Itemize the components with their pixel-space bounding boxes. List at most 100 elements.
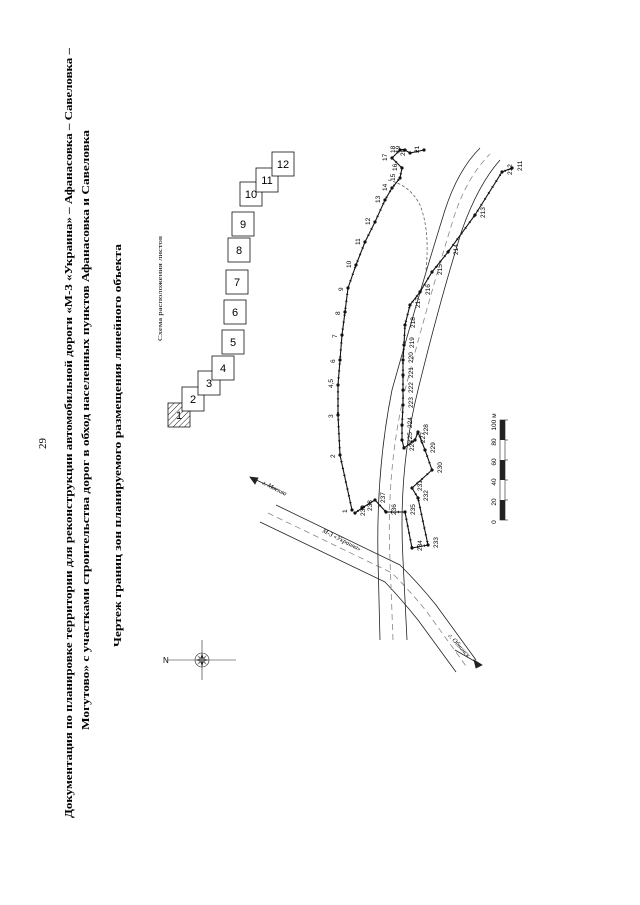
sheet-number: 12 <box>277 159 289 171</box>
planned-zone-boundary <box>336 148 514 550</box>
boundary-point <box>510 166 514 170</box>
boundary-point-label: 12 <box>365 217 372 225</box>
boundary-point <box>340 333 344 337</box>
boundary-point-label: 8 <box>335 311 342 315</box>
road-network <box>259 147 501 673</box>
sheet-box-4: 4 <box>211 355 235 381</box>
page-number: 29 <box>37 438 49 450</box>
boundary-point-label: 14 <box>382 183 389 191</box>
boundary-point-label: 21 <box>414 145 421 153</box>
scale-tick-label: 40 <box>491 478 498 486</box>
boundary-point-label: 11 <box>355 238 362 245</box>
boundary-point-label: 214 <box>453 244 460 255</box>
boundary-point-label: 227 <box>420 432 427 443</box>
boundary-point <box>400 438 404 442</box>
boundary-point-label: 20 <box>400 148 407 156</box>
boundary-point <box>383 198 387 202</box>
boundary-point <box>400 166 404 170</box>
boundary-point <box>363 240 367 244</box>
boundary-point-label: 232 <box>423 490 430 501</box>
boundary-point-label: 3 <box>328 414 335 418</box>
boundary-point-label: 10 <box>346 260 353 268</box>
m3-road-edge-upper <box>275 504 477 661</box>
boundary-point <box>338 453 342 457</box>
road-label-moscow: г. Москва <box>261 480 288 498</box>
boundary-lower-line <box>354 167 513 549</box>
boundary-point-label: 19 <box>395 145 402 153</box>
m3-road-centerline <box>267 512 467 667</box>
m3-road-edge-lower <box>259 521 457 673</box>
document-title-line-1: Документация по планировке территории дл… <box>63 47 75 818</box>
boundary-point <box>416 430 420 434</box>
main-road-edge-outer <box>377 147 481 641</box>
drawing-subtitle: Чертеж границ зон планируемого размещени… <box>112 243 124 647</box>
boundary-point-label: 228 <box>423 424 430 435</box>
boundary-point <box>336 383 340 387</box>
main-road-edge-inner <box>401 159 501 641</box>
boundary-point <box>401 358 405 362</box>
boundary-point <box>401 403 405 407</box>
boundary-point <box>360 506 364 510</box>
sheet-box-9: 9 <box>231 211 255 237</box>
boundary-point-label: 225 <box>407 432 414 443</box>
boundary-point <box>353 511 357 515</box>
boundary-point-label: 219 <box>409 337 416 348</box>
boundary-point-label: 4,5 <box>328 379 335 388</box>
boundary-point <box>401 388 405 392</box>
scale-bar <box>499 419 506 521</box>
boundary-point-label: 230 <box>437 462 444 473</box>
road-label-m3: М-3 «Украина» <box>320 527 362 553</box>
main-road-centerline <box>388 153 491 641</box>
boundary-point-label: 237 <box>380 492 387 503</box>
sheet-number: 4 <box>220 363 226 375</box>
boundary-point <box>390 186 394 190</box>
boundary-point <box>423 448 427 452</box>
boundary-point <box>338 358 342 362</box>
boundary-point <box>402 343 406 347</box>
boundary-point <box>400 423 404 427</box>
boundary-point-label: 2 <box>330 454 337 458</box>
boundary-point <box>408 303 412 307</box>
boundary-point-label: 229 <box>430 442 437 453</box>
boundary-point <box>346 286 350 290</box>
boundary-point <box>408 151 412 155</box>
boundary-point <box>350 508 354 512</box>
boundary-upper-line-ticks <box>336 148 425 511</box>
boundary-point-label: 211 <box>517 160 524 171</box>
boundary-point <box>410 546 414 550</box>
boundary-point <box>403 510 407 514</box>
boundary-point <box>398 148 402 152</box>
scale-tick-label: 80 <box>491 438 498 446</box>
boundary-point-label: 215 <box>437 264 444 275</box>
boundary-point-label: 226 <box>409 440 416 451</box>
boundary-point-label: 223 <box>408 397 415 408</box>
boundary-point-label: 212 <box>507 164 514 175</box>
compass-north-label: N <box>163 656 169 665</box>
boundary-point-label: 235 <box>410 504 417 515</box>
boundary-point-label: 224 <box>407 417 414 428</box>
boundary-point <box>410 486 414 490</box>
sheet-number: 8 <box>236 245 242 257</box>
boundary-point <box>473 213 477 217</box>
sheet-box-5: 5 <box>221 329 245 355</box>
scale-tick-label: 0 <box>491 520 498 524</box>
sheet-number: 10 <box>245 189 257 201</box>
boundary-point <box>446 250 450 254</box>
boundary-point-label: 236 <box>391 504 398 515</box>
boundary-point <box>403 323 407 327</box>
sheet-number: 3 <box>206 378 212 390</box>
boundary-point <box>426 543 430 547</box>
boundary-point-label: 18 <box>390 145 397 153</box>
scale-tick-label: 100 м <box>491 413 498 431</box>
boundary-point-label: 6 <box>330 359 337 363</box>
boundary-point <box>416 496 420 500</box>
sheet-number: 2 <box>190 394 196 406</box>
boundary-point-label: 13 <box>375 195 382 203</box>
sheet-number: 7 <box>234 277 240 289</box>
boundary-point <box>373 220 377 224</box>
boundary-point-label: 218 <box>410 317 417 328</box>
boundary-point-label: 221 <box>408 367 415 378</box>
boundary-point-label: 234 <box>417 540 424 551</box>
